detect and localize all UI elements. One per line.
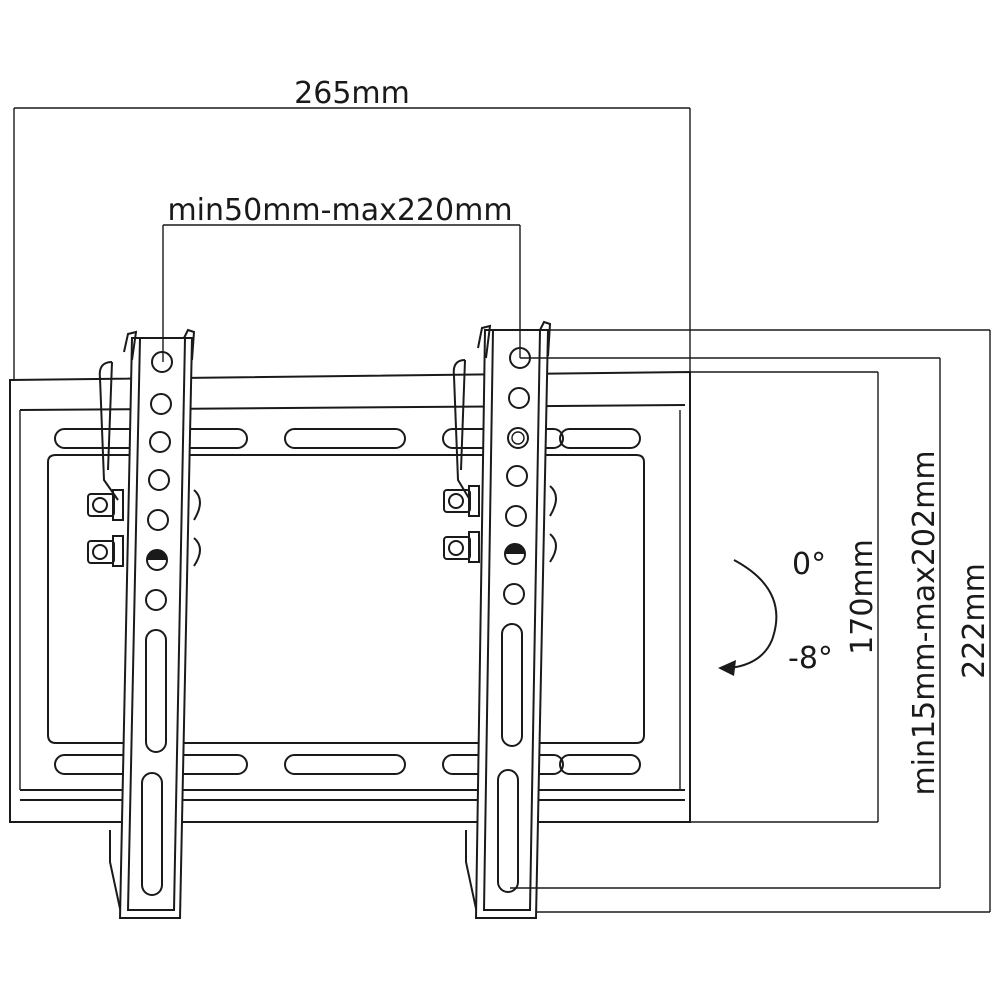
dimension-overall-height [536,329,991,913]
dimension-wall-plate-height [690,371,879,823]
bolt [87,489,124,521]
bracket-hole [503,583,525,605]
slot [559,754,641,775]
bracket-hole [151,351,173,373]
bracket-hole [150,393,172,415]
right-arm [443,320,557,919]
wall-plate [9,370,691,823]
vesa-horizontal-label: min50mm-max220mm [167,193,512,228]
arm-slot [501,623,523,747]
arm-slot [497,769,519,893]
bolt [443,531,480,563]
bracket-hole [505,505,527,527]
wall-plate-height-label: 170mm [845,539,880,655]
vesa-vertical-label: min15mm-max202mm [907,450,942,795]
arm-slot [145,629,167,753]
dimension-overall-width [13,107,691,822]
bolt [87,535,124,567]
dimension-vesa-horizontal [162,224,521,362]
slot [284,754,406,775]
bracket-hole [508,387,530,409]
bracket-hole [507,427,529,449]
slot [284,428,406,449]
bracket-hole [148,469,170,491]
overall-width-label: 265mm [294,76,410,111]
bracket-hole [147,509,169,531]
left-arm [87,328,201,919]
bracket-hole [149,431,171,453]
tilt-lower-label: -8° [788,641,833,676]
tilt-arrow [718,559,778,676]
bracket-hole [506,465,528,487]
bracket-hole [145,589,167,611]
slot [559,428,641,449]
overall-height-label: 222mm [957,563,992,679]
tilt-upper-label: 0° [792,547,826,582]
dimension-vesa-vertical [510,357,941,889]
bolt [443,485,480,517]
arm-slot [141,772,163,896]
